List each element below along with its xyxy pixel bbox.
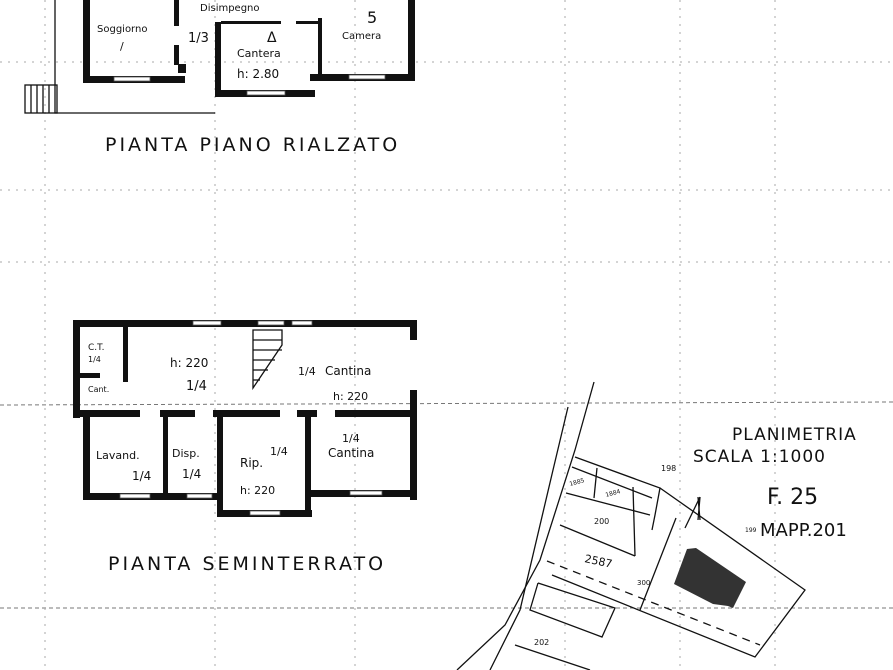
parcel-number: 300 bbox=[637, 579, 650, 587]
room-height: h: 220 bbox=[333, 390, 368, 403]
room-label: Cantina bbox=[325, 364, 371, 378]
parcel-id: MAPP.201 bbox=[760, 520, 847, 541]
room-label: Disimpegno bbox=[200, 3, 260, 14]
room-mark: 1/4 bbox=[270, 445, 288, 458]
room-mark: 5 bbox=[367, 8, 377, 27]
parcel-number: 202 bbox=[534, 638, 549, 647]
room-mark: Δ bbox=[267, 30, 277, 46]
room-label: Rip. bbox=[240, 456, 263, 470]
basement-stairs bbox=[252, 329, 283, 391]
parcel-number: 200 bbox=[594, 517, 609, 526]
room-mark: 1/4 bbox=[298, 365, 316, 378]
room-mark: 1/4 bbox=[342, 432, 360, 445]
sheet-number: F. 25 bbox=[767, 485, 818, 510]
room-label: Cantera bbox=[237, 47, 281, 60]
parcel-number: 2587 bbox=[583, 552, 613, 571]
room-label: h: 220 bbox=[170, 356, 208, 370]
basement-plan-title: PIANTA SEMINTERRATO bbox=[108, 553, 386, 575]
room-label: Cant. bbox=[88, 385, 109, 394]
room-label: Disp. bbox=[172, 447, 200, 460]
parcel-number: 199 bbox=[745, 527, 757, 534]
room-height: h: 220 bbox=[240, 484, 275, 497]
building-footprint bbox=[674, 548, 746, 608]
basement-floor-plan: C.T. 1/4 Cant. h: 220 1/4 1/4 Cantina h:… bbox=[73, 320, 417, 575]
scale-label: SCALA 1:1000 bbox=[693, 447, 826, 467]
parcel-number: 198 bbox=[661, 464, 676, 473]
upper-plan-title: PIANTA PIANO RIALZATO bbox=[105, 134, 400, 156]
room-mark: 1/4 bbox=[182, 467, 201, 481]
room-mark: / bbox=[120, 40, 124, 53]
room-label: Cantina bbox=[328, 446, 374, 460]
site-plan: 1885 1884 198 200 2587 300 202 199 PLANI… bbox=[456, 381, 857, 670]
room-mark: 1/4 bbox=[88, 355, 101, 364]
parcel-number: 1884 bbox=[605, 488, 622, 499]
room-label: C.T. bbox=[88, 343, 104, 353]
site-plan-title: PLANIMETRIA bbox=[732, 425, 857, 445]
room-height: h: 2.80 bbox=[237, 67, 279, 81]
stairs bbox=[24, 84, 58, 114]
room-label: Lavand. bbox=[96, 449, 140, 462]
parcel-number: 1885 bbox=[569, 477, 586, 488]
room-mark: 1/4 bbox=[186, 379, 207, 394]
room-label: Camera bbox=[342, 31, 381, 42]
room-mark: 1/3 bbox=[188, 31, 209, 46]
room-mark: 1/4 bbox=[132, 469, 151, 483]
upper-floor-plan: Soggiorno / Disimpegno 1/3 Δ Cantera h: … bbox=[24, 0, 415, 156]
room-label: Soggiorno bbox=[97, 24, 147, 35]
